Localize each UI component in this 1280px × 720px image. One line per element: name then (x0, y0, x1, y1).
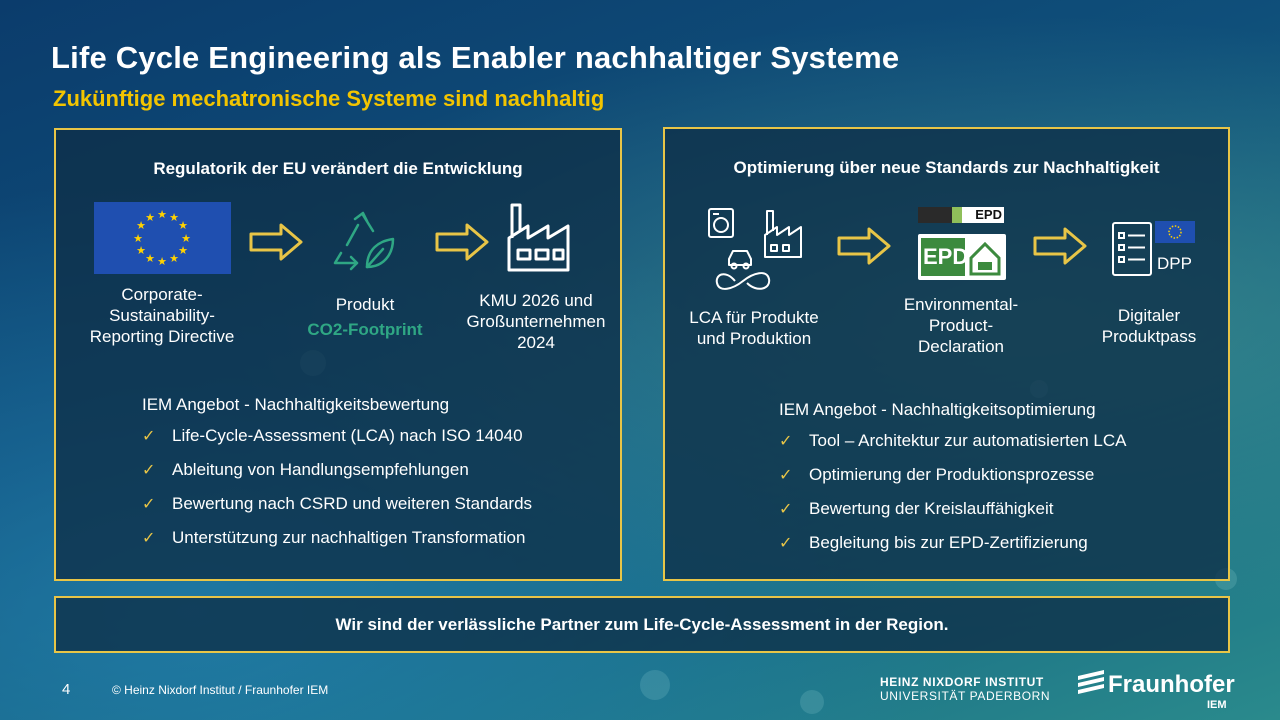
offer-item: ✓ Unterstützung zur nachhaltigen Transfor… (142, 528, 532, 562)
arrow-icon (1033, 227, 1087, 265)
offer-item-text: Ableitung von Handlungsempfehlungen (172, 460, 469, 479)
offer-block: IEM Angebot - Nachhaltigkeitsbewertung ✓… (142, 395, 532, 562)
svg-text:★: ★ (145, 211, 155, 224)
bokeh-dot (640, 670, 670, 700)
lca-label: LCA für Produkte und Produktion (689, 308, 819, 348)
check-icon: ✓ (779, 535, 793, 552)
check-icon: ✓ (779, 467, 793, 484)
arrow-icon (837, 227, 891, 265)
svg-text:★: ★ (133, 232, 143, 245)
offer-block: IEM Angebot - Nachhaltigkeitsoptimierung… (779, 400, 1126, 567)
co2-footprint-text: CO2-Footprint (307, 320, 423, 339)
offer-item: ✓ Optimierung der Produktionsprozesse (779, 465, 1126, 499)
copyright-text: © Heinz Nixdorf Institut / Fraunhofer IE… (112, 683, 329, 697)
svg-text:★: ★ (178, 244, 188, 257)
page-title: Life Cycle Engineering als Enabler nachh… (51, 40, 900, 75)
epd-logo-icon: EPD (918, 234, 1006, 280)
bokeh-dot (800, 690, 824, 714)
offer-title: IEM Angebot - Nachhaltigkeitsbewertung (142, 395, 450, 414)
recycle-leaf-icon (333, 211, 395, 271)
offer-list: ✓ Tool – Architektur zur automatisierten … (779, 431, 1126, 567)
check-icon: ✓ (142, 496, 156, 513)
hni-logo: HEINZ NIXDORF INSTITUT UNIVERSITÄT PADER… (880, 675, 1050, 703)
offer-item: ✓ Life-Cycle-Assessment (LCA) nach ISO 14… (142, 426, 532, 460)
partner-banner: Wir sind der verlässliche Partner zum Li… (54, 596, 1230, 653)
offer-item-text: Tool – Architektur zur automatisierten L… (809, 431, 1127, 450)
svg-text:★: ★ (157, 255, 167, 268)
offer-item: ✓ Begleitung bis zur EPD-Zertifizierung (779, 533, 1126, 567)
check-icon: ✓ (779, 501, 793, 518)
offer-title: IEM Angebot - Nachhaltigkeitsoptimierung (779, 400, 1096, 419)
page-number: 4 (62, 681, 71, 698)
sme-deadline-label: KMU 2026 und Großunternehmen 2024 (466, 291, 606, 352)
check-icon: ✓ (142, 428, 156, 445)
checklist-eu-icon (1112, 221, 1195, 276)
panel-heading: Optimierung über neue Standards zur Nach… (733, 158, 1160, 177)
offer-item-text: Bewertung der Kreislauffähigkeit (809, 499, 1054, 518)
offer-item: ✓ Ableitung von Handlungsempfehlungen (142, 460, 532, 494)
svg-text:★: ★ (136, 244, 146, 257)
check-icon: ✓ (142, 530, 156, 547)
svg-text:★: ★ (136, 219, 146, 232)
offer-item-text: Optimierung der Produktionsprozesse (809, 465, 1095, 484)
house-leaf-icon (969, 241, 1001, 276)
offer-item-text: Life-Cycle-Assessment (LCA) nach ISO 140… (172, 426, 523, 445)
dpp-badge: DPP (1157, 254, 1192, 273)
offer-item: ✓ Tool – Architektur zur automatisierten … (779, 431, 1126, 465)
fraunhofer-unit-text: IEM (1207, 699, 1227, 711)
offer-item-text: Unterstützung zur nachhaltigen Transform… (172, 528, 526, 547)
offer-item: ✓ Bewertung nach CSRD und weiteren Standa… (142, 494, 532, 528)
eu-flag-icon: ★★★ ★★★ ★★★ ★★★ (94, 202, 231, 274)
check-icon: ✓ (779, 433, 793, 450)
dpp-label: Digitaler Produktpass (1101, 306, 1197, 346)
product-label: Produkt CO2-Footprint (262, 294, 468, 340)
offer-item: ✓ Bewertung der Kreislauffähigkeit (779, 499, 1126, 533)
panel-heading: Regulatorik der EU verändert die Entwick… (153, 159, 523, 178)
banner-text: Wir sind der verlässliche Partner zum Li… (335, 614, 949, 634)
epd-logo-text: EPD (923, 244, 969, 269)
offer-item-text: Begleitung bis zur EPD-Zertifizierung (809, 533, 1088, 552)
svg-text:★: ★ (178, 219, 188, 232)
svg-text:★: ★ (145, 252, 155, 265)
epd-top-logo: EPD (918, 207, 1004, 223)
arrow-icon (249, 223, 303, 261)
csrd-label: Corporate- Sustainability- Reporting Dir… (89, 285, 235, 346)
epd-top-text: EPD (975, 207, 1002, 222)
regulation-panel: Regulatorik der EU verändert die Entwick… (54, 128, 622, 581)
standards-panel: Optimierung über neue Standards zur Nach… (663, 127, 1230, 581)
svg-text:★: ★ (157, 208, 167, 221)
factory-icon (507, 203, 570, 272)
offer-item-text: Bewertung nach CSRD und weiteren Standar… (172, 494, 533, 513)
check-icon: ✓ (142, 462, 156, 479)
arrow-icon (435, 223, 489, 261)
svg-text:★: ★ (169, 211, 179, 224)
lca-lifecycle-icon (708, 208, 802, 290)
offer-list: ✓ Life-Cycle-Assessment (LCA) nach ISO 14… (142, 426, 532, 562)
epd-label: Environmental- Product- Declaration (903, 295, 1019, 356)
product-text: Produkt (335, 295, 395, 314)
page-subtitle: Zukünftige mechatronische Systeme sind n… (53, 86, 605, 111)
hni-line-2: UNIVERSITÄT PADERBORN (880, 689, 1051, 703)
fraunhofer-logo-text: Fraunhofer (1108, 671, 1235, 698)
hni-line-1: HEINZ NIXDORF INSTITUT (880, 675, 1044, 689)
svg-text:★: ★ (169, 252, 179, 265)
svg-text:★: ★ (181, 232, 191, 245)
fraunhofer-mark-icon (1078, 670, 1104, 694)
